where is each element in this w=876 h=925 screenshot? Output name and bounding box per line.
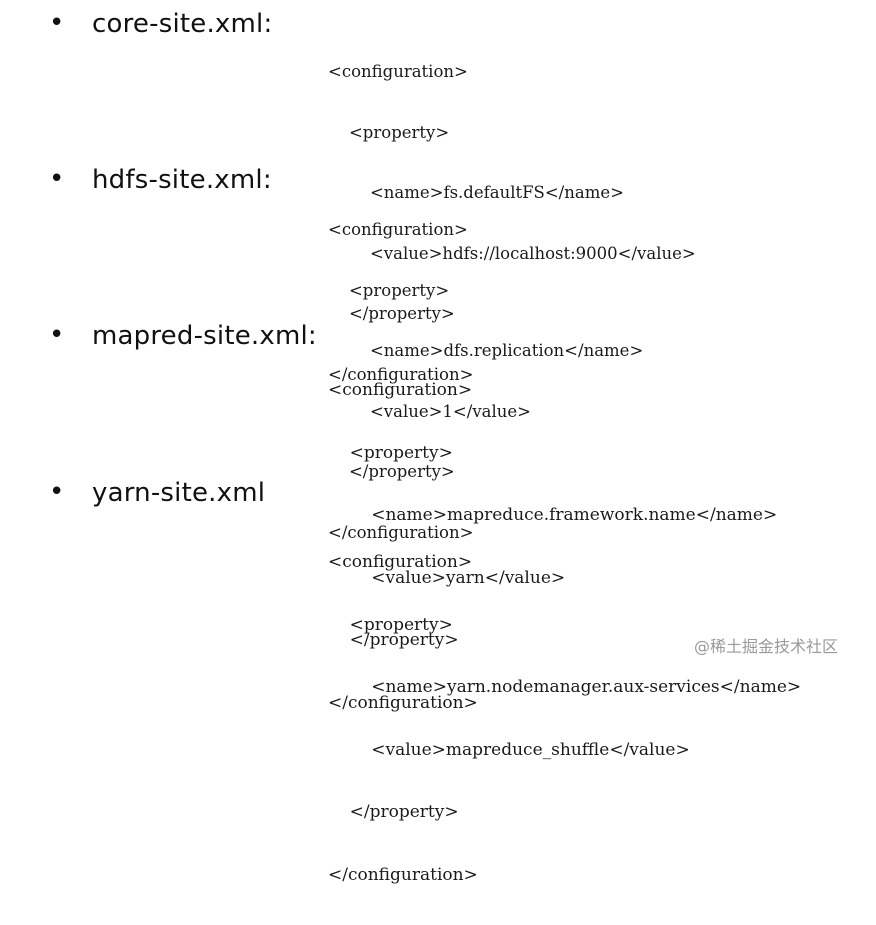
code-line: </property> [328, 462, 455, 482]
code-line: </configuration> [328, 364, 474, 384]
watermark: @稀土掘金技术社区 [694, 637, 839, 656]
mapred-site-title: mapred-site.xml: [92, 321, 317, 351]
code-line: <configuration> [328, 220, 468, 239]
code-line: <value>mapreduce_shuffle</value> [328, 739, 690, 760]
code-line: <value>hdfs://localhost:9000</value> [328, 243, 696, 263]
hdfs-site-code-block: <configuration> <property> <name>dfs.rep… [328, 181, 643, 583]
hdfs-site-title: hdfs-site.xml: [92, 165, 272, 195]
code-line: </configuration> [328, 864, 478, 885]
code-line: <name>yarn.nodemanager.aux-services</nam… [328, 677, 802, 697]
bullet: • [49, 477, 65, 507]
code-line: </property> [328, 630, 459, 650]
code-line: <configuration> [328, 552, 473, 572]
code-line: </property> [328, 304, 455, 324]
bullet: • [49, 164, 65, 194]
code-line: <property> [328, 280, 450, 300]
code-line: <property> [328, 442, 453, 463]
bullet: • [49, 320, 65, 350]
core-site-title: core-site.xml: [92, 9, 273, 39]
code-line: </property> [328, 802, 459, 822]
code-line: <name>dfs.replication</name> [328, 341, 644, 361]
yarn-site-code-block: <configuration> <property> <name>yarn.no… [328, 512, 801, 925]
code-line: <value>yarn</value> [328, 567, 566, 588]
bullet: • [49, 8, 65, 38]
code-line: <property> [328, 614, 453, 635]
code-line: <property> [328, 122, 450, 142]
core-site-code-block: <configuration> <property> <name>fs.defa… [328, 23, 696, 425]
code-line: <name>mapreduce.framework.name</name> [328, 505, 778, 525]
code-line: <name>fs.defaultFS</name> [328, 183, 624, 203]
code-line: </configuration> [328, 522, 474, 542]
code-line: <configuration> [328, 62, 468, 81]
mapred-site-code-block: <configuration> <property> <name>mapredu… [328, 340, 777, 753]
yarn-site-title: yarn-site.xml [92, 478, 266, 508]
code-line: <value>1</value> [328, 401, 531, 421]
code-line: <configuration> [328, 380, 473, 400]
